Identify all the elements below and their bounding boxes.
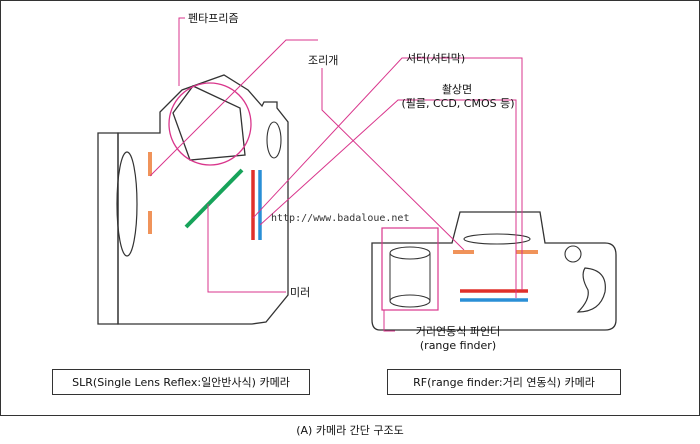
- leader-rangefinder: [383, 310, 395, 332]
- caption-rf: RF(range finder:거리 연동식) 카메라: [387, 369, 621, 395]
- slr-camera-body: [117, 74, 289, 325]
- rf-finder-lens-bottom: [389, 294, 431, 308]
- leader-shutter: [252, 57, 523, 290]
- rf-top-lens: [463, 233, 531, 245]
- label-pentaprism: 펜타프리즘: [188, 12, 239, 25]
- slr-lens-glass: [116, 151, 138, 257]
- rf-finder-lens-top: [389, 246, 431, 260]
- pentaprism-highlight-circle: [168, 82, 252, 166]
- label-image-plane: 촬상면: [441, 83, 473, 96]
- leader-aperture-rf: [321, 68, 465, 251]
- rf-dial: [564, 245, 582, 263]
- slr-viewfinder: [266, 121, 282, 159]
- figure-frame: [0, 0, 700, 416]
- leader-mirror: [207, 204, 286, 293]
- rf-strap-lug: [576, 267, 606, 313]
- rf-camera-body: [371, 211, 617, 331]
- watermark-url: http://www.badaloue.net: [271, 213, 410, 224]
- leader-aperture: [149, 39, 318, 177]
- slr-lens-barrel: [97, 132, 119, 325]
- label-image-plane-sub: (필름, CCD, CMOS 등): [401, 97, 515, 110]
- leader-pentaprism: [178, 17, 185, 86]
- leader-image-plane: [259, 99, 517, 298]
- label-rangefinder-ko: 거리연동식 파인더: [415, 325, 501, 338]
- label-mirror: 미러: [290, 286, 311, 299]
- rangefinder-highlight-box: [381, 227, 439, 311]
- label-aperture: 조리개: [308, 54, 339, 67]
- figure-caption: (A) 카메라 간단 구조도: [296, 424, 404, 437]
- label-rangefinder-en: (range finder): [419, 339, 497, 352]
- slr-mirror: [184, 168, 244, 229]
- caption-slr: SLR(Single Lens Reflex:일안반사식) 카메라: [52, 369, 310, 395]
- label-shutter: 셔터(셔터막): [406, 52, 466, 65]
- pentaprism-shape: [172, 85, 246, 161]
